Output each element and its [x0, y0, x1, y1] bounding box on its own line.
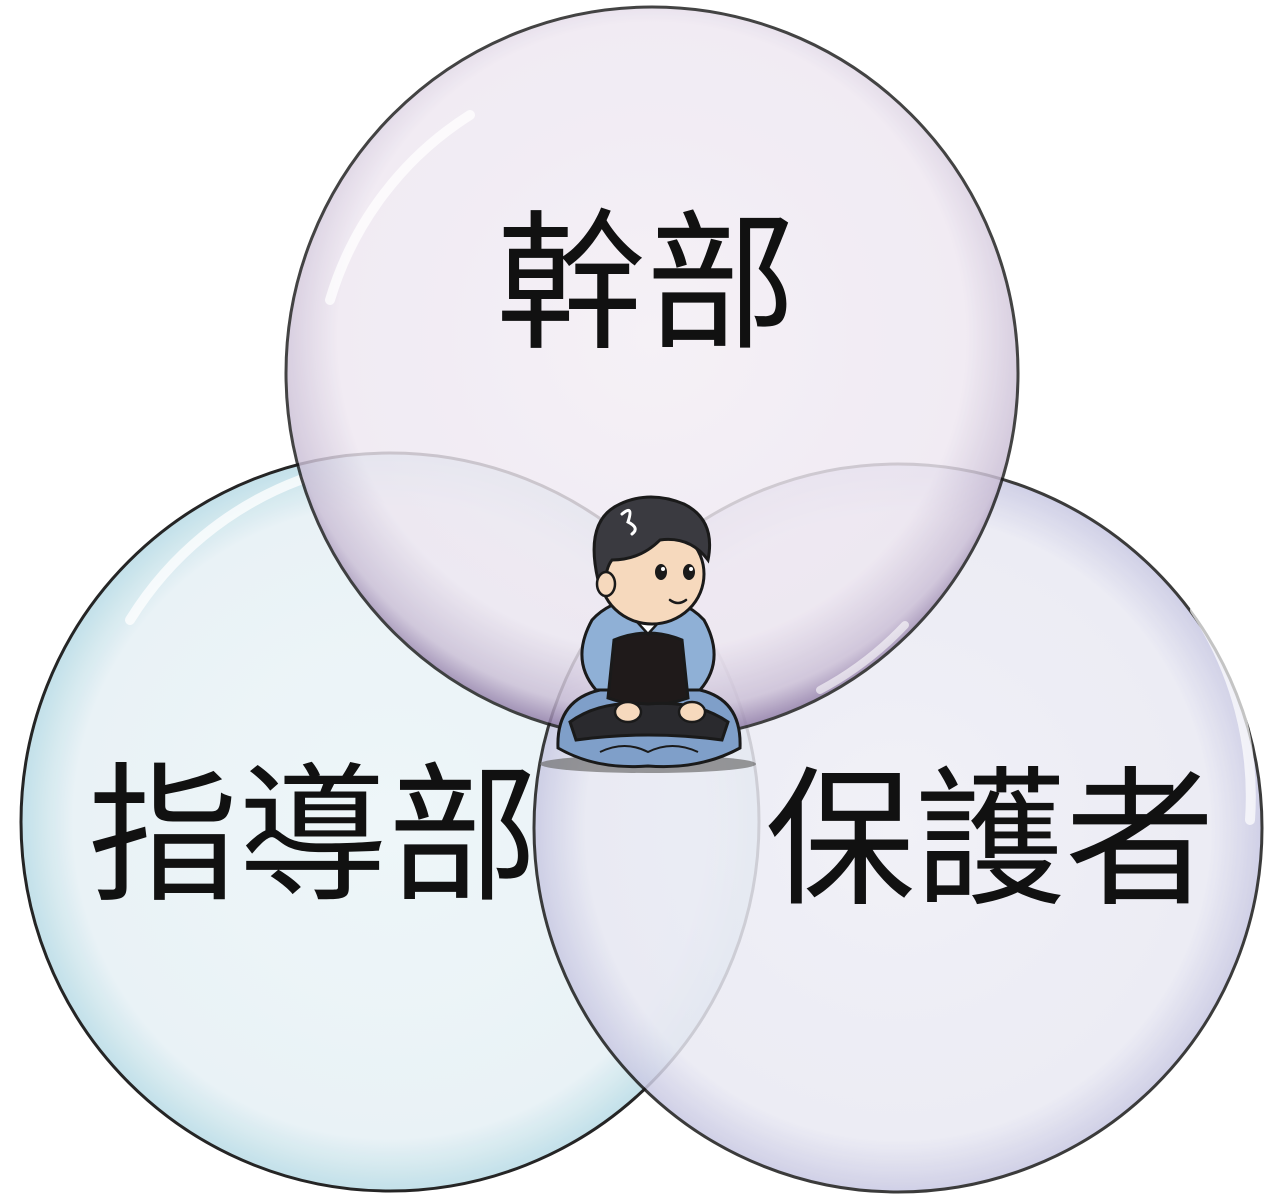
venn-circle-top: [284, 5, 1020, 741]
venn-label-right: 保護者: [765, 754, 1215, 928]
venn-label-left: 指導部: [88, 750, 538, 924]
venn-label-top: 幹部: [496, 198, 796, 372]
kendo-boy-illustration: [540, 495, 756, 773]
